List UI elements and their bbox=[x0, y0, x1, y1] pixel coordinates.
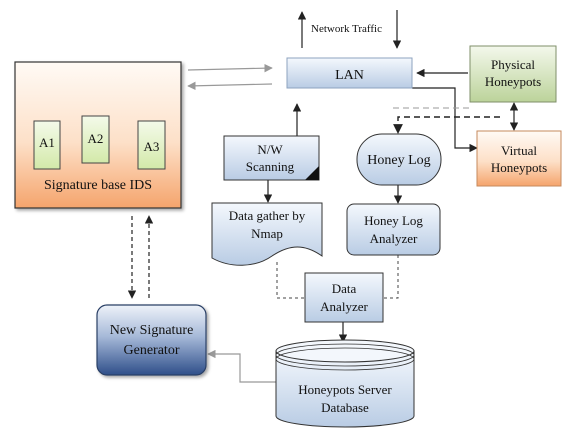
data-analyzer-line1: Data bbox=[332, 281, 357, 296]
nw-scanning-node: N/W Scanning bbox=[223, 135, 320, 181]
lan-to-ids-arrow bbox=[187, 81, 273, 91]
connectors bbox=[127, 10, 519, 383]
database-to-generator-arrow bbox=[207, 349, 285, 383]
ids-label: Signature base IDS bbox=[44, 178, 152, 193]
signature-ids-node: A1 A2 A3 Signature base IDS bbox=[14, 61, 182, 209]
honey-log-label: Honey Log bbox=[367, 153, 430, 168]
physical-honeypots-line2: Honeypots bbox=[485, 74, 541, 89]
loganalyzer-to-dataanalyzer-dash bbox=[383, 255, 399, 299]
virtual-honeypots-node: Virtual Honeypots bbox=[476, 130, 562, 187]
database-line1: Honeypots Server bbox=[298, 382, 392, 397]
nmap-data-node: Data gather by Nmap bbox=[211, 202, 323, 266]
agent-a3-label: A3 bbox=[144, 139, 160, 154]
nmap-to-dataanalyzer-dash bbox=[276, 262, 305, 299]
nmap-data-line2: Nmap bbox=[251, 226, 283, 241]
database-line2: Database bbox=[321, 400, 369, 415]
physical-honeypots-node: Physical Honeypots bbox=[469, 45, 557, 103]
scanning-corner-marker bbox=[305, 166, 319, 180]
new-signature-line1: New Signature bbox=[110, 323, 194, 338]
agent-a2-label: A2 bbox=[88, 131, 104, 146]
new-signature-generator-node: New Signature Generator bbox=[96, 304, 207, 376]
data-analyzer-line2: Analyzer bbox=[320, 299, 368, 314]
honeypots-database-node: Honeypots Server Database bbox=[275, 339, 415, 428]
agent-a3: A3 bbox=[137, 120, 166, 170]
new-signature-line2: Generator bbox=[124, 343, 180, 358]
agent-a1: A1 bbox=[33, 120, 61, 170]
nw-scanning-line1: N/W bbox=[257, 142, 283, 157]
ids-to-lan-arrow bbox=[187, 63, 273, 73]
honey-log-analyzer-line1: Honey Log bbox=[364, 213, 423, 228]
virtual-honeypots-line2: Honeypots bbox=[491, 160, 547, 175]
honeypots-to-honeylog-arrow bbox=[393, 116, 500, 134]
physical-honeypots-line1: Physical bbox=[491, 57, 535, 72]
data-analyzer-node: Data Analyzer bbox=[304, 272, 384, 323]
honey-log-node: Honey Log bbox=[356, 133, 442, 186]
nmap-data-line1: Data gather by bbox=[229, 208, 306, 223]
lan-label: LAN bbox=[335, 68, 364, 83]
network-traffic-label: Network Traffic bbox=[311, 23, 382, 35]
lan-to-virtual-arrow bbox=[412, 87, 478, 153]
agent-a2: A2 bbox=[81, 115, 110, 164]
nw-scanning-line2: Scanning bbox=[246, 159, 295, 174]
honey-log-analyzer-node: Honey Log Analyzer bbox=[346, 203, 441, 256]
honey-log-analyzer-line2: Analyzer bbox=[370, 231, 418, 246]
lan-node: LAN bbox=[286, 57, 413, 89]
agent-a1-label: A1 bbox=[39, 135, 55, 150]
virtual-honeypots-line1: Virtual bbox=[501, 143, 537, 158]
